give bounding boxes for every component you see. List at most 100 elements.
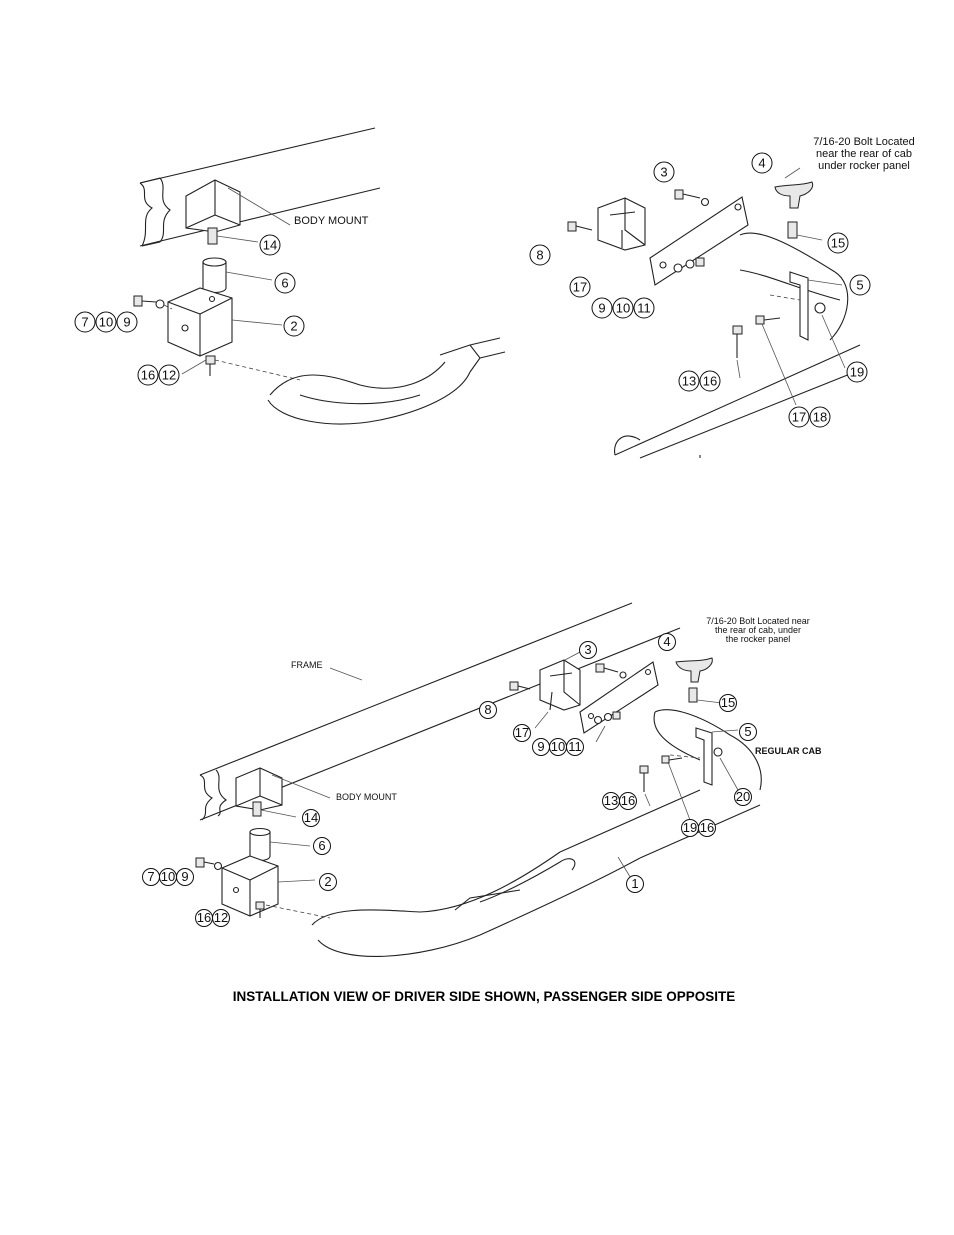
callout-circle-5: [849, 274, 871, 296]
callout-number-7: 7: [147, 869, 154, 884]
callout-circle-2: [283, 315, 305, 337]
callout-circle-4: [658, 633, 676, 651]
callout-circle-9: [176, 868, 194, 886]
regular-cab-label: REGULAR CAB: [755, 746, 822, 756]
callout-circle-12: [212, 909, 230, 927]
callout-number-19: 19: [850, 365, 864, 380]
body-mount-label-bottom: BODY MOUNT: [336, 792, 397, 802]
callout-circle-4: [751, 152, 773, 174]
callout-number-9: 9: [537, 739, 544, 754]
callout-circle-1: [626, 875, 644, 893]
callout-number-2: 2: [324, 874, 331, 889]
callout-circle-16: [137, 364, 159, 386]
callout-circle-19: [846, 361, 868, 383]
diagram-caption: INSTALLATION VIEW OF DRIVER SIDE SHOWN, …: [233, 989, 736, 1004]
callout-number-16: 16: [141, 368, 155, 383]
callout-number-7: 7: [81, 315, 88, 330]
callout-number-9: 9: [181, 869, 188, 884]
callout-number-13: 13: [682, 374, 696, 389]
callout-number-11: 11: [637, 301, 651, 316]
bolt-note-bottom-line2: the rear of cab, under: [715, 625, 801, 635]
callout-circle-13: [678, 370, 700, 392]
callout-circle-5: [739, 723, 757, 741]
callout-number-8: 8: [484, 702, 491, 717]
callout-number-17: 17: [515, 725, 529, 740]
bolt-note-bottom-line1: 7/16-20 Bolt Located near: [706, 616, 810, 626]
callout-circle-14: [302, 809, 320, 827]
callout-number-14: 14: [263, 238, 277, 253]
callout-number-5: 5: [744, 724, 751, 739]
callout-number-15: 15: [721, 695, 735, 710]
callout-number-10: 10: [616, 301, 630, 316]
callout-circle-16: [698, 819, 716, 837]
callout-circle-8: [529, 244, 551, 266]
callout-number-2: 2: [290, 319, 297, 334]
callout-number-20: 20: [736, 789, 750, 804]
callout-number-16: 16: [197, 910, 211, 925]
callout-circle-14: [259, 234, 281, 256]
top-right-view: [567, 167, 861, 459]
callout-number-10: 10: [161, 869, 175, 884]
callout-circle-6: [313, 837, 331, 855]
callout-circle-15: [719, 694, 737, 712]
callout-circle-3: [653, 161, 675, 183]
callout-number-9: 9: [123, 315, 130, 330]
callout-number-10: 10: [551, 739, 565, 754]
callout-number-19: 19: [683, 820, 697, 835]
callout-circle-2: [319, 873, 337, 891]
callout-number-16: 16: [621, 793, 635, 808]
callout-number-6: 6: [281, 276, 288, 291]
callout-number-4: 4: [758, 156, 765, 171]
top-left-view: [133, 127, 506, 425]
callout-number-12: 12: [214, 910, 228, 925]
callout-number-5: 5: [856, 278, 863, 293]
callout-number-6: 6: [318, 838, 325, 853]
callout-circle-17: [788, 406, 810, 428]
frame-label: FRAME: [291, 660, 323, 670]
callout-circle-10: [612, 297, 634, 319]
callout-circle-17: [569, 276, 591, 298]
callout-number-16: 16: [703, 374, 717, 389]
bolt-note-top-line2: near the rear of cab: [816, 148, 912, 160]
callout-circle-18: [809, 406, 831, 428]
callout-circle-3: [579, 641, 597, 659]
callout-number-15: 15: [831, 236, 845, 251]
callout-number-13: 13: [604, 793, 618, 808]
callout-number-12: 12: [162, 368, 176, 383]
bolt-note-top-line1: 7/16-20 Bolt Located: [813, 136, 915, 148]
callout-number-4: 4: [663, 634, 670, 649]
callout-number-18: 18: [813, 410, 827, 425]
callout-circle-9: [591, 297, 613, 319]
body-mount-label-top: BODY MOUNT: [294, 215, 369, 227]
callout-number-16: 16: [700, 820, 714, 835]
bottom-view: [195, 602, 762, 957]
callout-circle-20: [734, 788, 752, 806]
bolt-note-top-line3: under rocker panel: [818, 160, 910, 172]
callout-number-3: 3: [584, 642, 591, 657]
callout-number-10: 10: [99, 315, 113, 330]
callout-circle-11: [633, 297, 655, 319]
callout-circle-15: [827, 232, 849, 254]
callout-number-1: 1: [631, 876, 638, 891]
callout-number-3: 3: [660, 165, 667, 180]
callout-circle-6: [274, 272, 296, 294]
callout-circle-11: [566, 738, 584, 756]
callout-number-17: 17: [792, 410, 806, 425]
callout-number-17: 17: [573, 280, 587, 295]
callout-circle-16: [619, 792, 637, 810]
callout-circle-12: [158, 364, 180, 386]
callout-number-9: 9: [598, 301, 605, 316]
callout-number-8: 8: [536, 248, 543, 263]
callout-number-14: 14: [304, 810, 318, 825]
bolt-note-bottom-line3: the rocker panel: [726, 634, 791, 644]
callout-number-11: 11: [568, 739, 582, 754]
callout-circle-7: [74, 311, 96, 333]
callout-circle-10: [95, 311, 117, 333]
callout-circle-8: [479, 701, 497, 719]
callout-circle-9: [116, 311, 138, 333]
callout-circle-17: [513, 724, 531, 742]
callout-circle-16: [699, 370, 721, 392]
